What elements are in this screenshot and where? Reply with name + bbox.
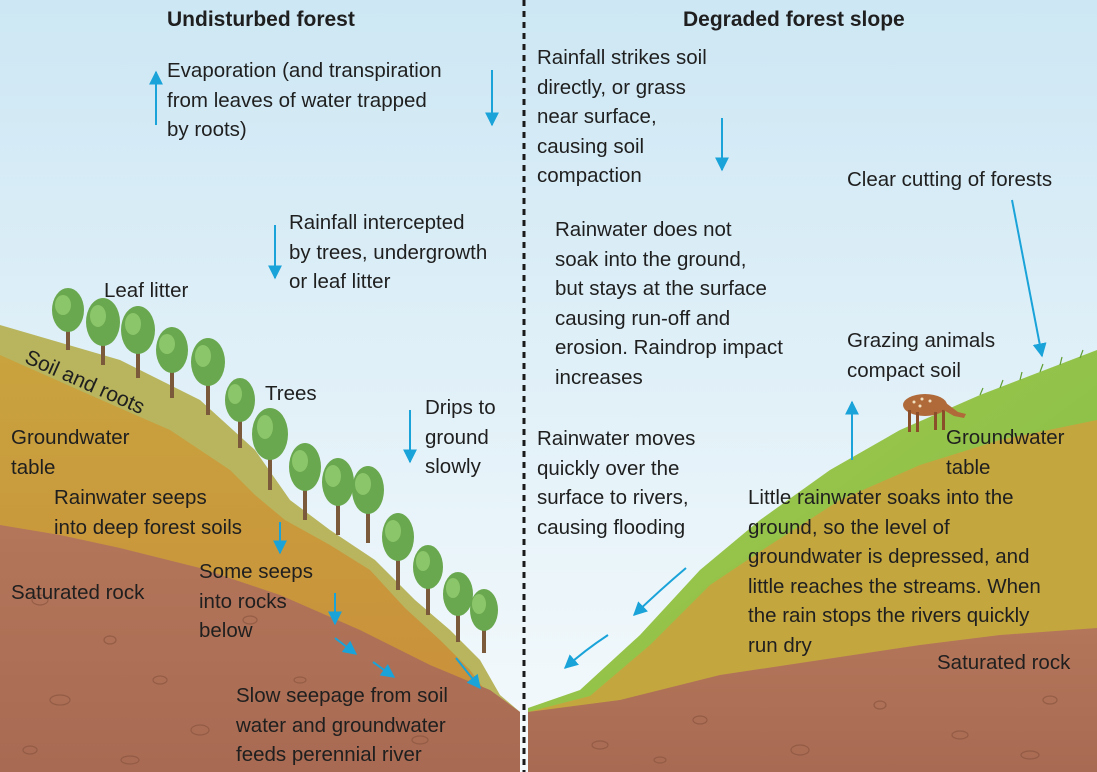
- seepage-arrow-2: [372, 661, 396, 678]
- tree: [86, 298, 120, 365]
- forest-trees: [52, 288, 498, 653]
- little-soaks-label: Little rainwater soaks into the ground, …: [748, 486, 1041, 657]
- rainwater-seeps-label: Rainwater seeps into deep forest soils: [54, 486, 243, 539]
- clear-cutting-label: Clear cutting of forests: [847, 168, 1053, 191]
- rainwater-not-soak-label: Rainwater does not soak into the ground,…: [555, 218, 783, 389]
- runoff-arrow-1: [632, 567, 687, 616]
- moves-quickly-label: Rainwater moves quickly over the surface…: [537, 427, 696, 539]
- tree: [121, 306, 155, 378]
- right-rock-layer: [528, 628, 1097, 772]
- tree: [52, 288, 84, 350]
- left-rock-layer: [0, 525, 520, 772]
- slow-seepage-label: Slow seepage from soil water and groundw…: [236, 684, 448, 766]
- groundwater-table-label-right: Groundwater table: [946, 426, 1065, 479]
- tree: [322, 458, 354, 535]
- grazing-label: Grazing animals compact soil: [847, 329, 996, 382]
- left-title: Undisturbed forest: [167, 8, 355, 31]
- rock-pebbles: [22, 594, 1058, 765]
- water-arrows: [149, 70, 1047, 690]
- clear-cutting-arrow: [1011, 199, 1047, 358]
- leaf-litter-label: Leaf litter: [104, 279, 189, 302]
- tree: [225, 378, 255, 448]
- grazing-deer: [903, 394, 966, 432]
- saturated-rock-label-right: Saturated rock: [937, 651, 1071, 674]
- drips-label: Drips to ground slowly: [425, 396, 496, 478]
- tree: [252, 408, 288, 490]
- groundwater-table-label-left: Groundwater table: [11, 426, 130, 479]
- rainfall-intercepted-label: Rainfall intercepted by trees, undergrow…: [289, 211, 488, 293]
- right-title: Degraded forest slope: [683, 8, 905, 31]
- tree: [443, 572, 473, 642]
- some-seeps-label: Some seeps into rocks below: [199, 560, 313, 642]
- tree: [413, 545, 443, 615]
- seepage-arrow-1: [334, 637, 358, 655]
- tree: [470, 589, 498, 653]
- tree: [382, 513, 414, 590]
- tree: [191, 338, 225, 415]
- evaporation-label: Evaporation (and transpiration from leav…: [167, 59, 442, 141]
- tree: [156, 327, 188, 398]
- trees-label: Trees: [265, 382, 317, 405]
- seepage-arrow-3: [455, 657, 481, 690]
- runoff-arrow-2: [563, 634, 609, 669]
- grass-tufts: [979, 349, 1084, 396]
- tree: [289, 443, 321, 520]
- tree: [352, 466, 384, 543]
- saturated-rock-label-left: Saturated rock: [11, 581, 145, 604]
- rainfall-strikes-label: Rainfall strikes soil directly, or grass…: [537, 46, 707, 187]
